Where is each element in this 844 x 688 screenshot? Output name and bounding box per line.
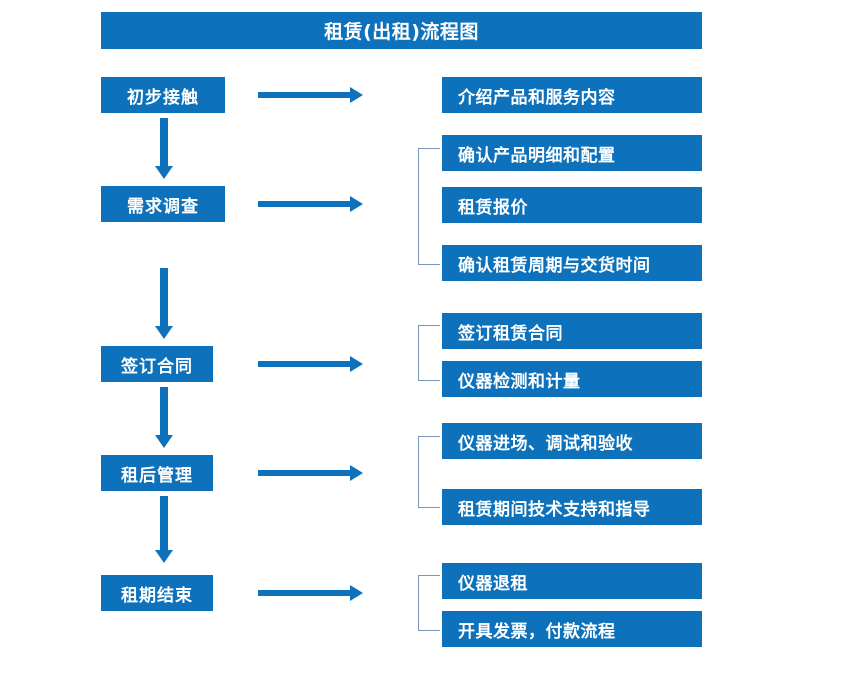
detail-box-5-1[interactable]: 仪器退租 — [442, 563, 702, 599]
detail-box-3-1[interactable]: 签订租赁合同 — [442, 313, 702, 349]
detail-box-4-2[interactable]: 租赁期间技术支持和指导 — [442, 489, 702, 525]
stage-box-5[interactable]: 租期结束 — [101, 575, 213, 611]
down-arrow-icon-4 — [153, 496, 175, 564]
detail-box-2-2[interactable]: 租赁报价 — [442, 187, 702, 223]
down-arrow-icon-1 — [153, 118, 175, 180]
detail-box-2-1[interactable]: 确认产品明细和配置 — [442, 135, 702, 171]
right-arrow-icon-2 — [258, 194, 364, 214]
down-arrow-icon-3 — [153, 387, 175, 449]
detail-box-4-1[interactable]: 仪器进场、调试和验收 — [442, 423, 702, 459]
detail-box-5-2[interactable]: 开具发票，付款流程 — [442, 611, 702, 647]
stage-box-1[interactable]: 初步接触 — [101, 77, 225, 113]
detail-box-1-1[interactable]: 介绍产品和服务内容 — [442, 77, 702, 113]
group-bracket-4 — [418, 436, 440, 508]
group-bracket-5 — [418, 575, 440, 631]
detail-box-3-2[interactable]: 仪器检测和计量 — [442, 361, 702, 397]
right-arrow-icon-4 — [258, 463, 364, 483]
right-arrow-icon-5 — [258, 583, 364, 603]
diagram-title: 租赁(出租)流程图 — [101, 12, 702, 49]
right-arrow-icon-1 — [258, 85, 364, 105]
right-arrow-icon-3 — [258, 354, 364, 374]
detail-box-2-3[interactable]: 确认租赁周期与交货时间 — [442, 245, 702, 281]
stage-box-3[interactable]: 签订合同 — [101, 346, 213, 382]
stage-box-4[interactable]: 租后管理 — [101, 455, 213, 491]
stage-box-2[interactable]: 需求调查 — [101, 186, 225, 222]
group-bracket-3 — [418, 325, 440, 381]
down-arrow-icon-2 — [153, 268, 175, 340]
group-bracket-2 — [418, 148, 440, 265]
